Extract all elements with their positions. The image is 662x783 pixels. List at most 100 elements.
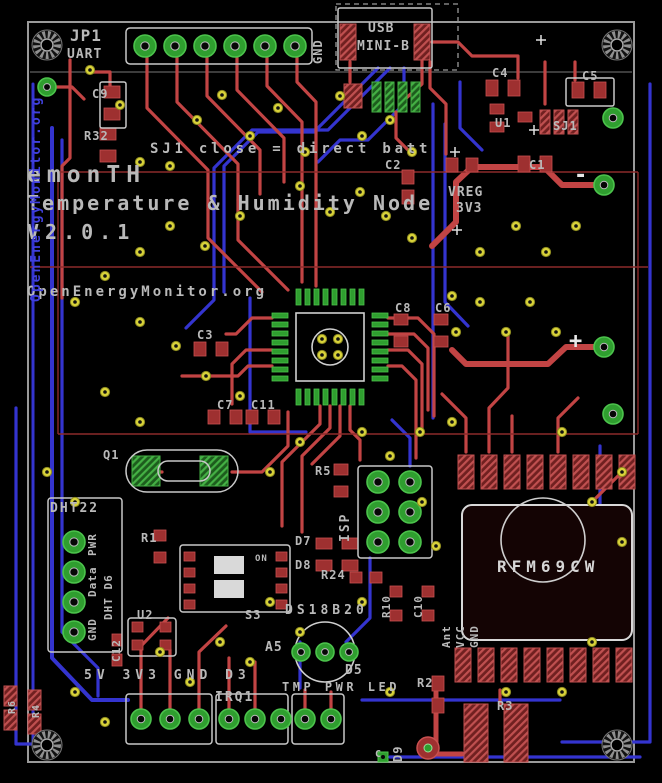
- mcu-pad: [371, 312, 389, 319]
- mcu-pad: [304, 388, 311, 406]
- smd-pad: [275, 583, 288, 594]
- top-trace: [440, 392, 468, 454]
- smd-pad: [393, 335, 409, 348]
- via-hole: [320, 337, 324, 341]
- drill-hole: [200, 41, 210, 51]
- hatched-pad-green: [384, 81, 395, 113]
- component-circle-outline: [500, 497, 586, 583]
- via-hole: [388, 690, 392, 694]
- via-hole: [268, 600, 272, 604]
- via-hole: [303, 150, 307, 154]
- mcu-pad: [371, 348, 389, 355]
- component-outline: [125, 27, 313, 65]
- mount-hole: [610, 738, 624, 752]
- mount-hole-hatch: [33, 731, 61, 759]
- hatched-pad-red: [567, 109, 579, 135]
- smd-pad: [275, 567, 288, 578]
- smd-pad: [349, 571, 363, 584]
- cross-marker: [450, 147, 460, 157]
- smd-pad: [131, 621, 144, 633]
- bottom-trace: [560, 82, 652, 744]
- top-trace: [430, 40, 520, 80]
- vias: [41, 64, 628, 728]
- smd-pad: [111, 633, 123, 647]
- bottom-trace: [50, 126, 130, 702]
- hatched-pad-red: [477, 647, 495, 683]
- mcu-pad: [340, 388, 347, 406]
- via-hole: [174, 344, 178, 348]
- mcu-pad: [295, 288, 302, 306]
- via-hole: [320, 353, 324, 357]
- through-hole-pads: [37, 34, 624, 763]
- smd-pad: [445, 157, 459, 173]
- hatched-pad-red: [343, 83, 363, 109]
- switch-slider: [214, 580, 244, 598]
- via-hole: [158, 650, 162, 654]
- test-point-crosses: [450, 35, 546, 235]
- mcu-pad: [322, 288, 329, 306]
- mcu-pad: [371, 321, 389, 328]
- mounting-holes: [31, 29, 633, 761]
- bottom-trace: [184, 260, 216, 330]
- drill-hole: [69, 597, 79, 607]
- mcu-pad: [358, 288, 365, 306]
- component-outline: [179, 544, 291, 613]
- smd-pad: [315, 559, 333, 572]
- via-hole: [248, 134, 252, 138]
- mcu-outline: [295, 312, 365, 382]
- smd-pad: [393, 313, 409, 326]
- mount-hole: [40, 738, 54, 752]
- mcu-pad: [313, 388, 320, 406]
- component-outline: [47, 497, 123, 653]
- smd-pad: [183, 583, 196, 594]
- smd-pad: [433, 335, 449, 348]
- drill-hole: [300, 714, 310, 724]
- top-trace: [175, 56, 240, 202]
- top-trace: [386, 332, 430, 412]
- mcu-pad: [371, 375, 389, 382]
- smd-pad: [153, 529, 167, 542]
- smd-pad: [539, 155, 553, 173]
- drill-hole: [381, 755, 385, 759]
- hatched-pad-red: [500, 647, 518, 683]
- smd-pad: [431, 675, 445, 692]
- via-hole: [450, 294, 454, 298]
- mount-hole: [610, 38, 624, 52]
- via-hole: [388, 454, 392, 458]
- top-trace: [348, 404, 362, 462]
- smd-pad: [333, 485, 349, 498]
- smd-pad: [333, 463, 349, 476]
- top-trace: [449, 344, 607, 367]
- top-trace: [230, 410, 290, 474]
- mcu-pad: [313, 288, 320, 306]
- via-hole: [204, 374, 208, 378]
- hatched-pad-red: [503, 703, 529, 763]
- bottom-trace: [212, 66, 392, 264]
- via-hole: [138, 420, 142, 424]
- via-hole: [384, 214, 388, 218]
- via-hole: [328, 210, 332, 214]
- via-hole: [88, 68, 92, 72]
- smd-pad: [153, 551, 167, 564]
- component-outline: [157, 460, 211, 482]
- top-trace: [145, 56, 210, 212]
- drill-hole: [345, 648, 353, 656]
- mcu-pad: [371, 339, 389, 346]
- via-hole: [560, 690, 564, 694]
- smd-pad: [183, 599, 196, 610]
- bottom-trace: [443, 122, 470, 328]
- via-hole: [103, 390, 107, 394]
- via-hole: [360, 134, 364, 138]
- drill-hole: [373, 477, 383, 487]
- via-hole: [238, 214, 242, 218]
- hatched-pad-red: [592, 647, 610, 683]
- drill-hole: [373, 507, 383, 517]
- top-trace: [197, 624, 228, 714]
- drill-hole: [608, 113, 618, 123]
- via-hole: [514, 224, 518, 228]
- smd-pad: [389, 609, 403, 622]
- bottom-trace: [390, 418, 412, 468]
- mcu-pad: [331, 288, 338, 306]
- via-hole: [103, 720, 107, 724]
